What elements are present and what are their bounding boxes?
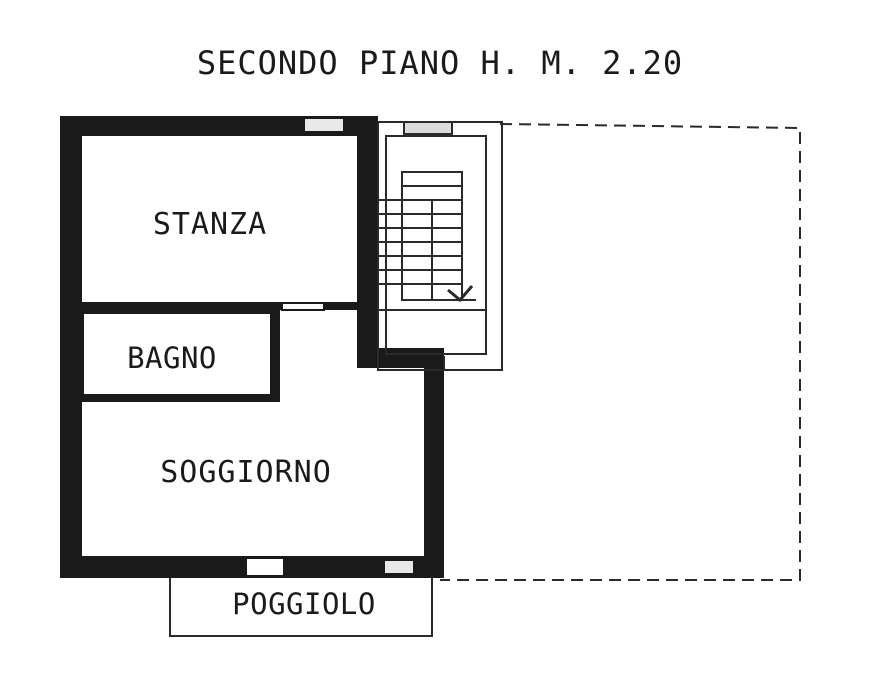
room-label-soggiorno: SOGGIORNO <box>160 455 332 490</box>
door-openings <box>245 117 415 577</box>
stairwell <box>377 121 503 371</box>
adjacent-area-outline <box>440 123 801 581</box>
balcony-outline <box>169 578 433 637</box>
room-label-poggiolo: POGGIOLO <box>232 587 376 621</box>
room-label-bagno: BAGNO <box>127 341 217 375</box>
plan-title: SECONDO PIANO H. M. 2.20 <box>197 44 683 82</box>
room-label-stanza: STANZA <box>153 207 267 242</box>
interior-walls <box>80 302 358 402</box>
outer-walls <box>60 116 444 578</box>
